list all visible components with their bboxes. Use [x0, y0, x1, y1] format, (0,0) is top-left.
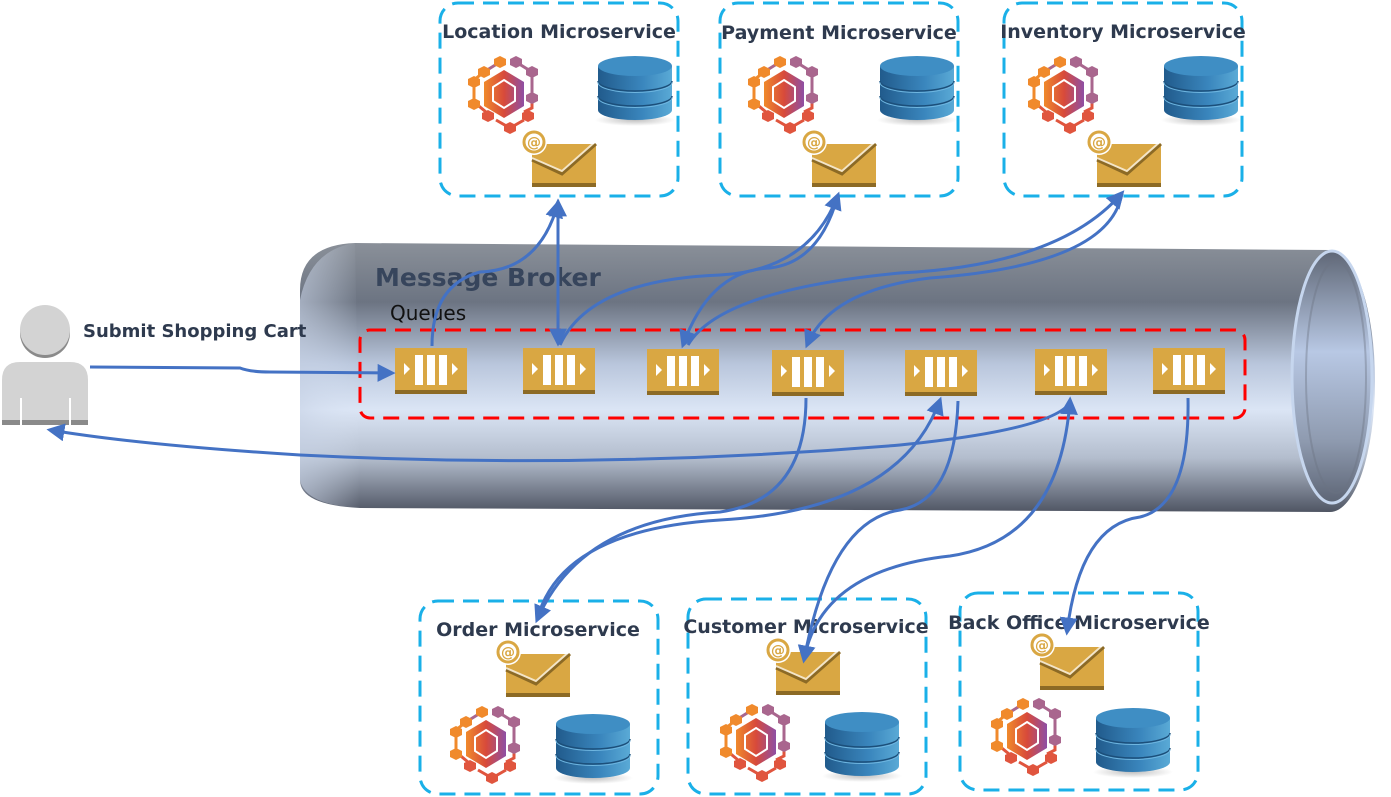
database-icon [552, 713, 634, 785]
service-backoffice-label: Back Office Microservice [948, 612, 1210, 634]
arrow-queue-3-to-inventory [686, 190, 1125, 346]
arrow-customer-to-queue-6 [802, 396, 1078, 661]
arrow-queue-2-to-payment [558, 191, 842, 346]
actor-label: Submit Shopping Cart [83, 321, 307, 342]
service-inventory-label: Inventory Microservice [1000, 21, 1246, 43]
service-backoffice[interactable]: Back Office Microservice [948, 591, 1210, 792]
arrow-order-to-queue-5 [535, 396, 944, 621]
queue-icon-2[interactable] [523, 348, 595, 394]
database-icon [1160, 55, 1242, 127]
queue-icon-5[interactable] [905, 350, 977, 396]
arrow-queue-7-to-actor [46, 402, 1072, 463]
queue-icon-3[interactable] [647, 349, 719, 395]
service-location-label: Location Microservice [442, 21, 676, 43]
queue-icon-4[interactable] [772, 350, 844, 396]
connection-arrows [46, 190, 1190, 664]
queue-icon-7[interactable] [1153, 348, 1225, 394]
database-icon [594, 55, 676, 127]
service-payment-label: Payment Microservice [721, 22, 957, 44]
queue-icon-6[interactable] [1035, 349, 1107, 395]
database-icon [821, 711, 903, 783]
arrow-queue-4-to-order [534, 397, 808, 624]
service-order-label: Order Microservice [436, 619, 640, 641]
service-payment[interactable]: Payment Microservice [718, 1, 960, 198]
arrow-inventory-to-queue-4 [804, 192, 1124, 349]
service-order[interactable]: Order Microservice [418, 599, 660, 796]
arrow-actor-to-queue-1 [89, 363, 396, 382]
arrow-payment-to-queue-3 [679, 194, 840, 349]
arrow-queue-1-to-location [430, 199, 563, 347]
service-customer[interactable]: Customer Microservice [683, 597, 929, 796]
arrow-queue-5-to-customer [797, 400, 960, 664]
service-inventory[interactable]: Inventory Microservice [1000, 1, 1246, 198]
database-icon [876, 55, 958, 127]
queue-icon-1[interactable] [395, 348, 467, 394]
user-icon [2, 305, 88, 425]
message-broker-label: Message Broker [375, 263, 601, 292]
database-icon [1092, 707, 1174, 779]
queues-label: Queues [390, 301, 466, 325]
service-customer-label: Customer Microservice [683, 616, 928, 638]
arrow-queue-7-to-backoffice [1059, 397, 1190, 636]
service-location[interactable]: Location Microservice [438, 1, 680, 198]
